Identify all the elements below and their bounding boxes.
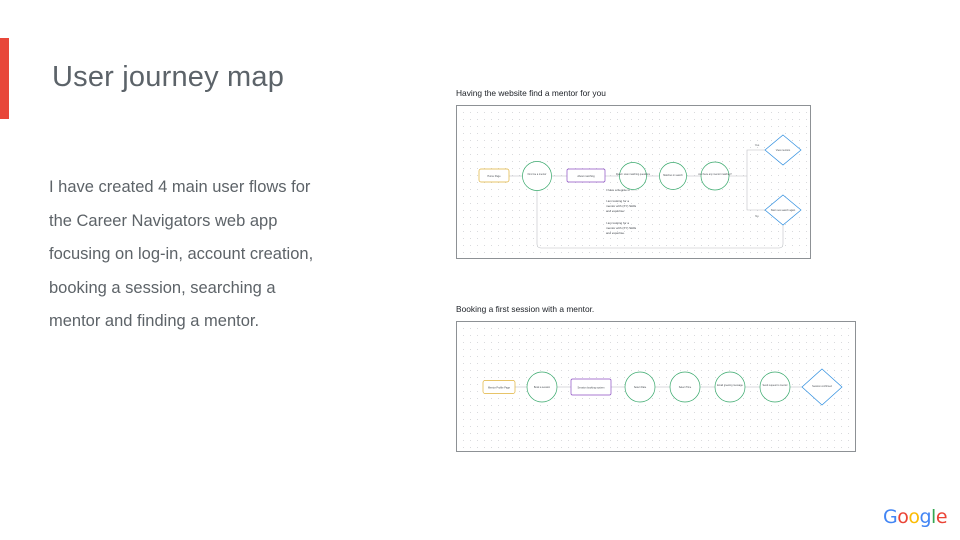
node-try-new-search[interactable]: Start new search again bbox=[764, 194, 802, 226]
google-logo-letter-g: G bbox=[883, 506, 898, 528]
google-logo-letter-l: l bbox=[931, 506, 936, 528]
node-about-matching-label: About matching bbox=[577, 175, 595, 178]
node-view-mentor[interactable]: View mentors bbox=[764, 134, 802, 166]
note-line-1: I have a degree in ........ bbox=[606, 188, 638, 192]
node-email-message-label: Email greeting message bbox=[717, 384, 743, 387]
flowchart-book-first-session: Mentor Profile Page Book a session Sessi… bbox=[482, 368, 843, 406]
node-matches-search-label: Matches in search bbox=[663, 174, 683, 177]
node-matches-search[interactable]: Matches in search bbox=[659, 162, 687, 190]
node-send-request[interactable]: Send request to mentor bbox=[759, 371, 791, 403]
node-session-confirmed-label: Session confirmed bbox=[812, 385, 832, 388]
accent-bar bbox=[0, 38, 9, 119]
node-email-message[interactable]: Email greeting message bbox=[714, 371, 746, 403]
node-home-page[interactable]: Home Page bbox=[478, 168, 510, 183]
google-logo-letter-g2: g bbox=[919, 506, 932, 528]
node-read-answer[interactable]: Read / scan matching questions bbox=[616, 162, 651, 190]
node-mentor-available-label: Are there any mentor matches? bbox=[698, 173, 732, 176]
note-line-5: I am looking for a bbox=[606, 221, 629, 225]
note-line-3: mentor with (XY) Skills bbox=[606, 204, 637, 208]
google-logo-letter-o1: o bbox=[897, 506, 909, 528]
page-title: User journey map bbox=[52, 61, 285, 93]
note-line-4: and expertise. bbox=[606, 209, 625, 213]
node-session-booking-label: Session booking system bbox=[578, 387, 605, 390]
google-logo-letter-o2: o bbox=[908, 506, 920, 528]
note-line-2: I am looking for a bbox=[606, 199, 629, 203]
node-select-date-label: Select Date bbox=[634, 386, 647, 389]
branch-label-no: No bbox=[755, 214, 759, 218]
note-line-7: and expertise. bbox=[606, 231, 625, 235]
node-select-date[interactable]: Select Date bbox=[624, 371, 656, 403]
node-select-time[interactable]: Select Time bbox=[669, 371, 701, 403]
google-logo: Google bbox=[883, 506, 948, 528]
note-line-6: mentor with (XY) Skills bbox=[606, 226, 637, 230]
node-mentor-available[interactable]: Are there any mentor matches? bbox=[698, 161, 732, 191]
node-view-mentor-label: View mentors bbox=[776, 149, 791, 152]
node-try-new-search-label: Start new search again bbox=[771, 209, 796, 212]
slide-body-text: I have created 4 main user flows for the… bbox=[49, 178, 314, 330]
flowchart-find-a-mentor: Home Page Find me a mentor About matchin… bbox=[478, 134, 802, 249]
annotation-note-box: I have a degree in ........ I am looking… bbox=[606, 188, 638, 235]
node-find-mentor-label: Find me a mentor bbox=[528, 173, 547, 176]
diagram-caption-book-first-session: Booking a first session with a mentor. bbox=[456, 304, 595, 314]
node-select-time-label: Select Time bbox=[679, 386, 692, 389]
node-home-page-label: Home Page bbox=[487, 175, 501, 178]
node-send-request-label: Send request to mentor bbox=[763, 384, 788, 387]
diagram-book-first-session: Mentor Profile Page Book a session Sessi… bbox=[456, 321, 856, 452]
node-find-mentor[interactable]: Find me a mentor bbox=[522, 161, 552, 191]
branch-label-yes: Yes bbox=[755, 143, 760, 147]
node-session-booking[interactable]: Session booking system bbox=[570, 378, 612, 396]
node-book-session[interactable]: Book a session bbox=[526, 371, 558, 403]
diagram-caption-find-a-mentor: Having the website find a mentor for you bbox=[456, 88, 606, 98]
node-about-matching[interactable]: About matching bbox=[566, 168, 606, 183]
google-logo-letter-e: e bbox=[935, 506, 948, 528]
diagram-find-a-mentor: Home Page Find me a mentor About matchin… bbox=[456, 105, 811, 259]
node-session-confirmed[interactable]: Session confirmed bbox=[801, 368, 843, 406]
node-mentor-profile-label: Mentor Profile Page bbox=[488, 387, 511, 390]
node-book-session-label: Book a session bbox=[534, 386, 551, 389]
node-mentor-profile[interactable]: Mentor Profile Page bbox=[482, 380, 516, 394]
node-read-answer-label: Read / scan matching questions bbox=[616, 173, 651, 176]
